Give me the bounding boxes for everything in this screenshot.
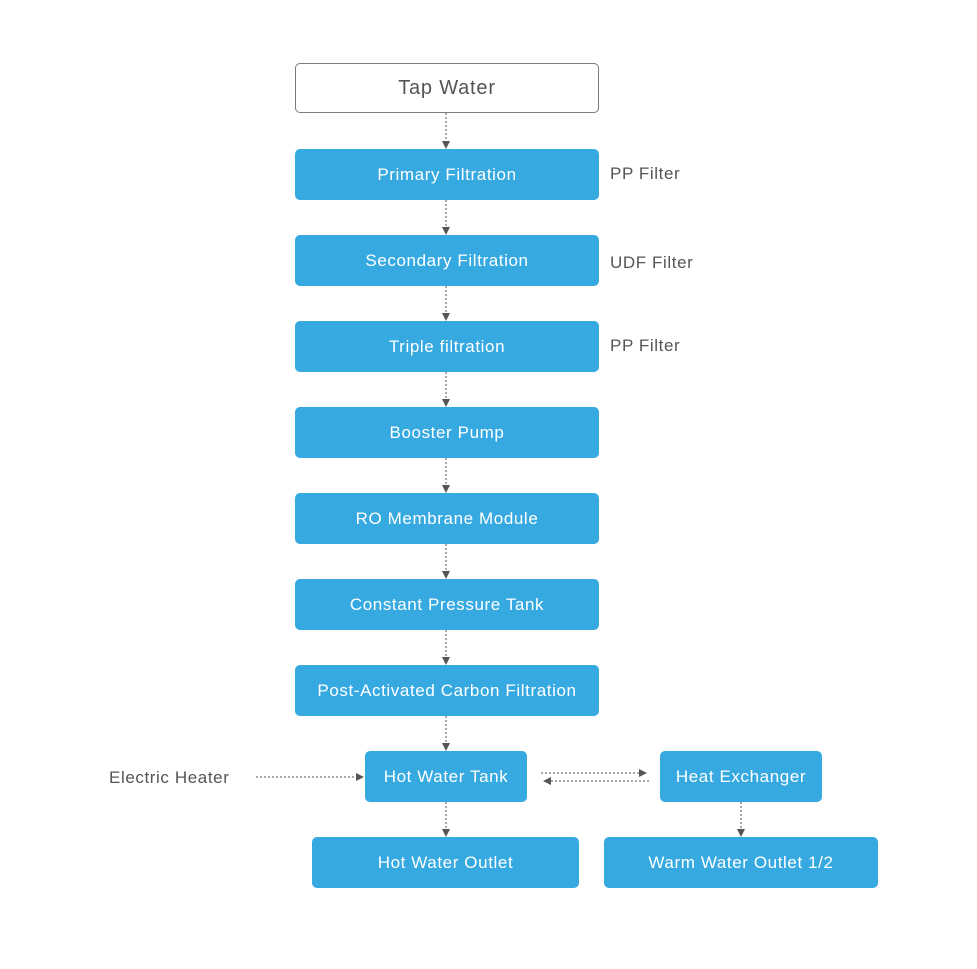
post-activated-carbon-filtration-node: Post-Activated Carbon Filtration — [295, 665, 599, 716]
primary-filtration-node: Primary Filtration — [295, 149, 599, 200]
arrow-booster-to-ro — [442, 458, 450, 493]
hot-water-tank-node: Hot Water Tank — [365, 751, 527, 802]
arrow-heater-to-hot-tank — [256, 773, 364, 781]
tap-water-node: Tap Water — [295, 63, 599, 113]
arrow-primary-to-secondary — [442, 200, 450, 235]
arrow-triple-to-booster — [442, 372, 450, 407]
heat-exchanger-node: Heat Exchanger — [660, 751, 822, 802]
arrow-hot-tank-to-exchanger — [541, 769, 647, 777]
ro-membrane-module-node: RO Membrane Module — [295, 493, 599, 544]
secondary-filter-label: UDF Filter — [610, 253, 694, 272]
arrow-carbon-to-hot-tank — [442, 716, 450, 751]
triple-filtration-node: Triple filtration — [295, 321, 599, 372]
arrow-secondary-to-triple — [442, 286, 450, 321]
arrow-pressure-tank-to-carbon — [442, 630, 450, 665]
triple-filter-label: PP Filter — [610, 336, 681, 355]
constant-pressure-tank-node: Constant Pressure Tank — [295, 579, 599, 630]
secondary-filtration-node: Secondary Filtration — [295, 235, 599, 286]
hot-water-outlet-node: Hot Water Outlet — [312, 837, 579, 888]
arrow-ro-to-pressure-tank — [442, 544, 450, 579]
arrow-hot-tank-to-hot-outlet — [442, 802, 450, 837]
warm-water-outlet-node: Warm Water Outlet 1/2 — [604, 837, 878, 888]
arrow-tap-to-primary — [442, 113, 450, 149]
arrow-exchanger-to-warm-outlet — [737, 802, 745, 837]
arrow-exchanger-to-hot-tank — [543, 777, 649, 785]
primary-filter-label: PP Filter — [610, 164, 681, 183]
booster-pump-node: Booster Pump — [295, 407, 599, 458]
electric-heater-label: Electric Heater — [109, 768, 230, 787]
